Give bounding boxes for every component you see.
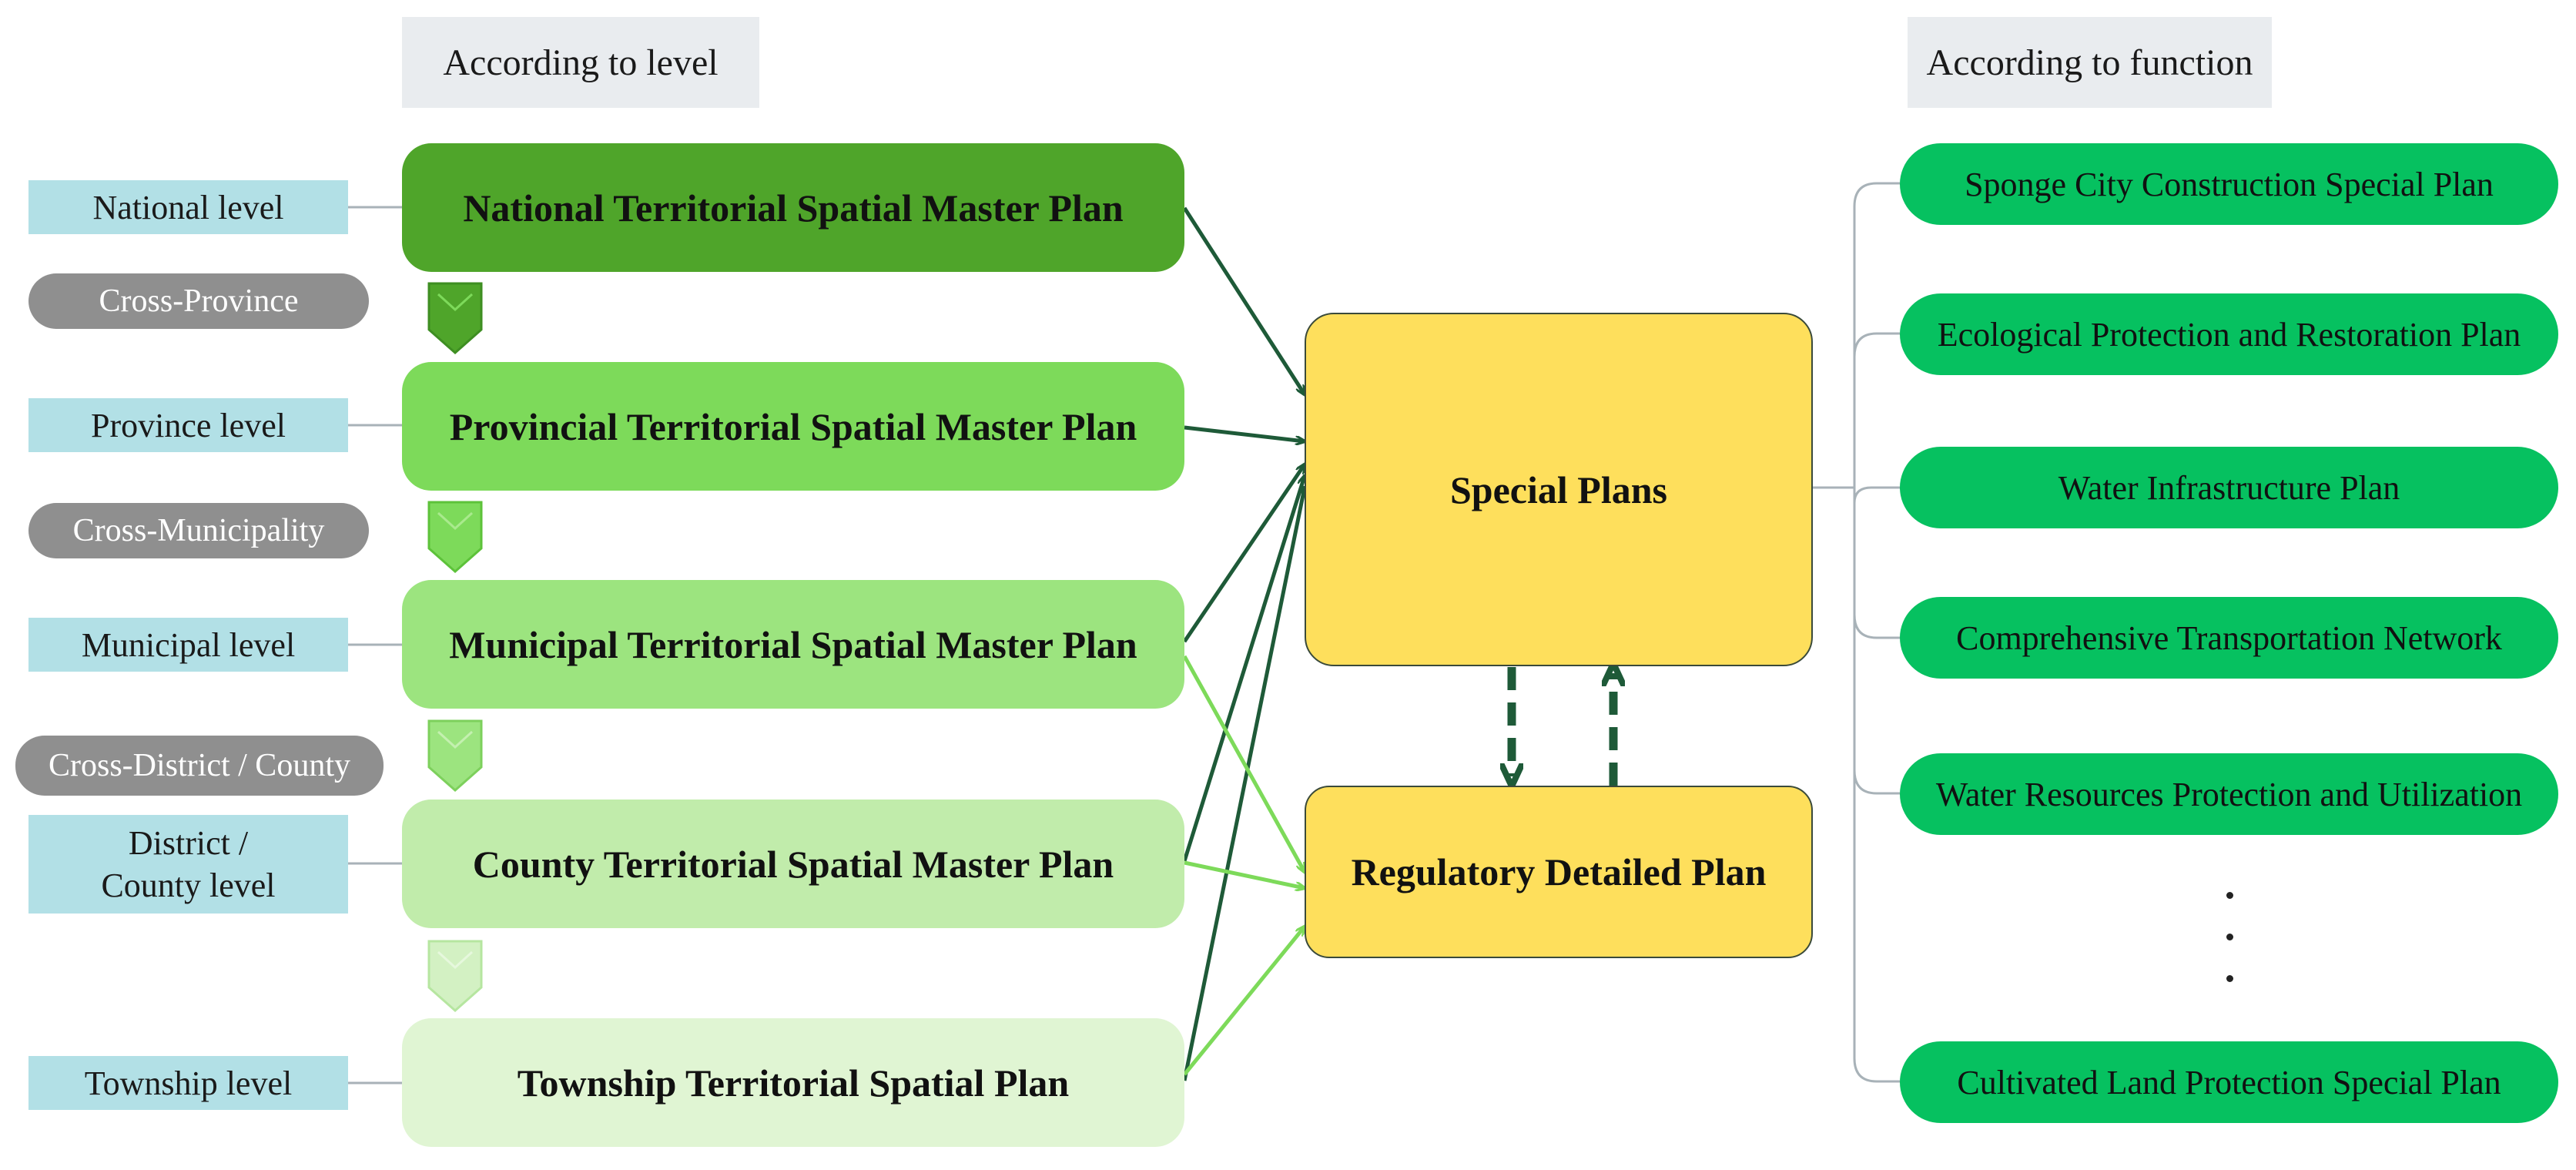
header-function: According to function <box>1908 17 2272 108</box>
arrow-county-regulatory <box>1184 860 1305 888</box>
arrow-municipal-regulatory <box>1182 655 1305 872</box>
plan-municipal: Municipal Territorial Spatial Master Pla… <box>402 580 1184 709</box>
plan-township: Township Territorial Spatial Plan <box>402 1018 1184 1147</box>
arrow-national-special <box>1182 206 1305 394</box>
arrow-township-regulatory <box>1183 927 1305 1076</box>
cross-province-pill: Cross-Province <box>28 273 369 329</box>
arrow-township-special <box>1182 488 1305 1081</box>
chevron-icon-3-inner <box>437 730 474 749</box>
function-item: Comprehensive Transportation Network <box>1900 597 2558 679</box>
chevron-icon-3 <box>427 719 483 793</box>
function-item: Sponge City Construction Special Plan <box>1900 143 2558 225</box>
ellipsis-dot <box>2226 934 2233 940</box>
function-item: Water Resources Protection and Utilizati… <box>1900 753 2558 835</box>
level-district-county: District / County level <box>28 815 348 914</box>
chevron-icon-1-inner <box>437 293 474 312</box>
chevron-arrows <box>427 282 483 1013</box>
plan-county: County Territorial Spatial Master Plan <box>402 800 1184 928</box>
ellipsis-dot <box>2226 975 2233 982</box>
function-bracket <box>1811 182 1900 1083</box>
level-province: Province level <box>28 398 348 452</box>
plan-national: National Territorial Spatial Master Plan <box>402 143 1184 272</box>
chevron-icon-2 <box>427 501 483 574</box>
function-item: Cultivated Land Protection Special Plan <box>1900 1041 2558 1123</box>
cross-municipality-pill: Cross-Municipality <box>28 503 369 558</box>
level-municipal: Municipal level <box>28 618 348 672</box>
function-item: Ecological Protection and Restoration Pl… <box>1900 293 2558 375</box>
header-level: According to level <box>402 17 759 108</box>
chevron-icon-1 <box>427 282 483 355</box>
special-plans-box: Special Plans <box>1305 313 1813 666</box>
level-connectors <box>348 206 402 1085</box>
level-township: Township level <box>28 1056 348 1110</box>
function-item: Water Infrastructure Plan <box>1900 447 2558 528</box>
arrow-municipal-special <box>1182 464 1305 643</box>
dashed-feedback-arrows <box>1512 667 1613 786</box>
arrows-to-special-plans <box>1182 206 1305 1081</box>
chevron-icon-2-inner <box>437 511 474 531</box>
plan-provincial: Provincial Territorial Spatial Master Pl… <box>402 362 1184 491</box>
arrow-provincial-special <box>1184 425 1305 441</box>
arrows-to-regulatory <box>1182 655 1305 1076</box>
level-national: National level <box>28 180 348 234</box>
ellipsis-dot <box>2226 892 2233 899</box>
regulatory-detailed-plan-box: Regulatory Detailed Plan <box>1305 786 1813 958</box>
arrow-county-special <box>1182 476 1305 862</box>
chevron-icon-4-inner <box>437 950 474 970</box>
chevron-icon-4 <box>427 940 483 1013</box>
cross-district-county-pill: Cross-District / County <box>15 736 384 796</box>
